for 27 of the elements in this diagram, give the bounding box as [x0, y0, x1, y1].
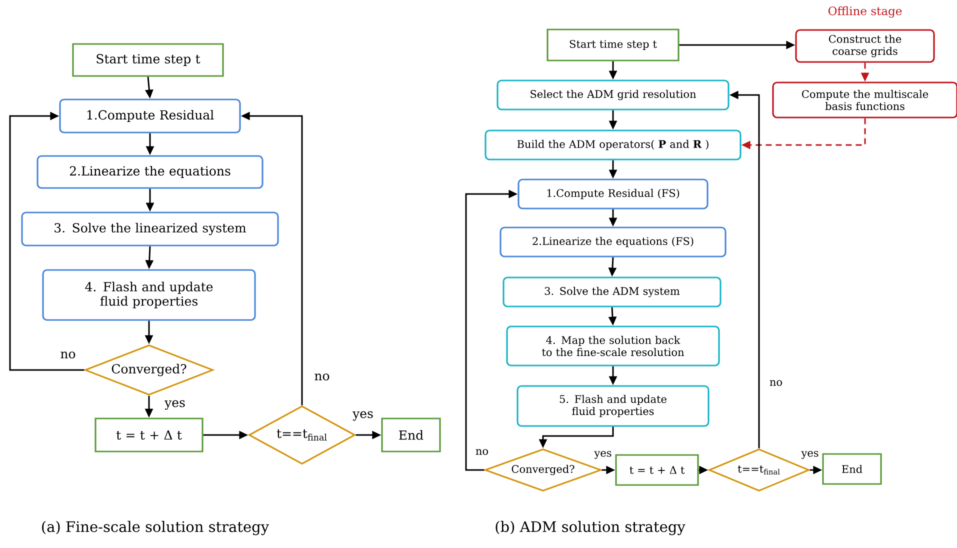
process-box: 3. Solve the linearized system [21, 212, 279, 246]
process-box: Select the ADM grid resolution [496, 80, 730, 110]
terminal-box: Start time step t [72, 43, 224, 77]
process-box: 1.Compute Residual (FS) [518, 178, 708, 210]
process-box: 5. Flash and update fluid properties [516, 385, 710, 427]
caption: (b) ADM solution strategy [496, 520, 686, 536]
terminal-box: End [381, 418, 441, 452]
process-box: 1.Compute Residual [59, 98, 241, 134]
terminal-box: t = t + Δ t [94, 418, 204, 452]
caption: (a) Fine-scale solution strategy [42, 520, 270, 536]
process-box: 2.Linearize the equations (FS) [500, 226, 726, 258]
terminal-box: Start time step t [546, 28, 680, 62]
edge-label: no [313, 372, 331, 382]
stage-heading: Offline stage [828, 6, 902, 18]
offline-step-box: Construct the coarse grids [795, 29, 935, 63]
process-box: 2.Linearize the equations [36, 155, 264, 189]
edge-label: no [768, 379, 784, 387]
terminal-box: t = t + Δ t [615, 454, 699, 486]
terminal-box: End [822, 453, 882, 485]
offline-step-box: Compute the multiscale basis functions [772, 82, 957, 118]
process-box: 4. Map the solution back to the fine-scale resolution [506, 326, 720, 366]
edge-label: no [59, 350, 77, 360]
process-box: 4. Flash and update fluid properties [42, 269, 256, 321]
process-box: Build the ADM operators( P and R ) [484, 130, 742, 160]
edge-label: yes [164, 399, 186, 411]
process-box: 3. Solve the ADM system [502, 276, 722, 308]
arrow [9, 112, 84, 371]
